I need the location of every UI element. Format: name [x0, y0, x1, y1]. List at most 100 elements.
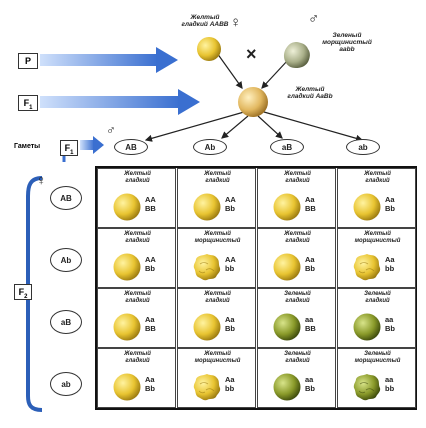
genotype-b: bb [225, 264, 235, 273]
cell-phenotype: Зеленый гладкий [284, 291, 311, 304]
genotype-a: Aa [305, 195, 315, 204]
genotype-a: Aa [305, 255, 315, 264]
cell-phenotype: Зеленый гладкий [284, 351, 311, 364]
genotype-a: aa [385, 375, 394, 384]
gamete-line-ab2 [221, 115, 249, 139]
male-gamete-ab-3: ab [346, 139, 380, 155]
genotype-a: Aa [145, 375, 155, 384]
gametes-f1-box: F1 [60, 140, 78, 156]
genotype-b: Bb [145, 264, 155, 273]
pea-seed-yellow-smooth [272, 192, 302, 222]
genotype-a: Aa [145, 315, 155, 324]
female-gamete-ab-1: Ab [50, 248, 82, 272]
gamete-line-ab4 [263, 111, 364, 142]
genotype-b: BB [145, 324, 156, 333]
genotype-a: Aa [225, 315, 235, 324]
cross-symbol: × [246, 44, 257, 64]
cell-phenotype: Желтый гладкий [364, 171, 391, 184]
pea-seed-yellow-wrinkled [192, 252, 222, 282]
gametes-f1-sub: 1 [70, 149, 74, 156]
female-parent-seed [196, 36, 222, 62]
genotype-b: Bb [145, 384, 155, 393]
f1-label: F [23, 98, 30, 108]
female-parent-label: Желтый гладкий AABB [181, 14, 229, 28]
cell-phenotype: Желтый гладкий [284, 231, 311, 244]
pea-seed-green-smooth [352, 312, 382, 342]
gamete-line-ab3 [257, 115, 283, 139]
pea-seed-yellow-smooth [112, 192, 142, 222]
genotype-b: Bb [305, 264, 315, 273]
p-label: P [24, 56, 31, 66]
genotype-b: bb [385, 384, 395, 393]
f1-seed [237, 86, 269, 118]
f1-label-text: Желтый гладкий AaBb [287, 86, 333, 100]
cell-phenotype: Желтый гладкий [284, 171, 311, 184]
p-arrow [40, 47, 178, 73]
cell-phenotype: Желтый морщинистый [354, 231, 401, 244]
gamete-male-symbol: ♂ [106, 122, 116, 137]
genotype-b: Bb [385, 324, 395, 333]
genotype-b: Bb [225, 204, 235, 213]
cell-phenotype: Зеленый морщинистый [354, 351, 401, 364]
f2-label: F [18, 287, 25, 297]
pea-seed-yellow-smooth [272, 252, 302, 282]
gamete-arrow [80, 136, 104, 154]
pea-seed-yellow-smooth [192, 192, 222, 222]
cell-phenotype: Зеленый гладкий [364, 291, 391, 304]
pea-seed-green-smooth [272, 312, 302, 342]
f2-sub: 2 [24, 293, 28, 300]
male-gamete-ab-1: Ab [193, 139, 227, 155]
f1-generation-box: F1 [18, 95, 38, 111]
genotype-a: Aa [385, 255, 395, 264]
f1-arrow [40, 89, 200, 115]
pea-seed-yellow-smooth [112, 252, 142, 282]
cell-phenotype: Желтый гладкий [124, 231, 151, 244]
genotype-b: Bb [225, 324, 235, 333]
genotype-a: AA [225, 255, 236, 264]
pea-seed-yellow-wrinkled [352, 252, 382, 282]
genotype-b: BB [305, 204, 316, 213]
pea-seed-yellow-smooth [192, 312, 222, 342]
pea-seed-yellow-smooth [112, 312, 142, 342]
cell-phenotype: Желтый морщинистый [194, 231, 241, 244]
cell-phenotype: Желтый гладкий [124, 171, 151, 184]
gametes-label: Гаметы [14, 143, 41, 150]
male-parent-label: Зеленый морщинистый aabb [322, 32, 372, 53]
cell-phenotype: Желтый гладкий [124, 351, 151, 364]
cell-phenotype: Желтый гладкий [204, 291, 231, 304]
gamete-line-ab1 [144, 111, 245, 142]
cell-phenotype: Желтый морщинистый [194, 351, 241, 364]
pea-seed-green-wrinkled [352, 372, 382, 402]
genotype-b: bb [385, 264, 395, 273]
cell-phenotype: Желтый гладкий [204, 171, 231, 184]
female-symbol: ♀ [230, 14, 242, 31]
pea-seed-yellow-wrinkled [192, 372, 222, 402]
genotype-b: Bb [385, 204, 395, 213]
pea-seed-green-smooth [272, 372, 302, 402]
male-parent-seed [282, 40, 312, 70]
gamete-female-symbol: ♀ [36, 172, 47, 188]
